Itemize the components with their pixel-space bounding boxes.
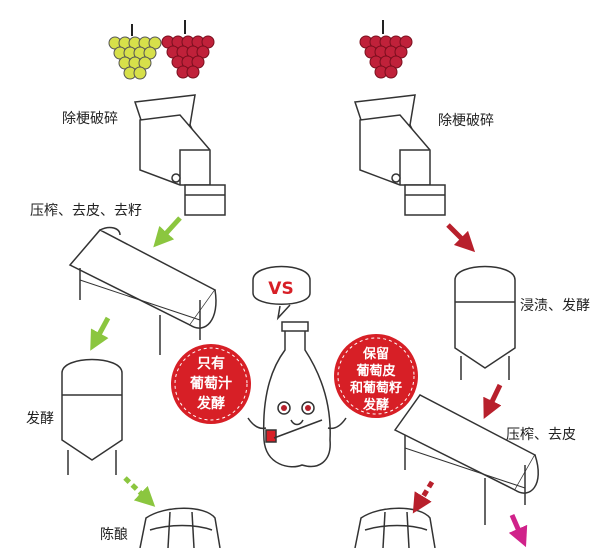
red-arrow [483, 383, 503, 420]
vs-label: VS [268, 279, 293, 299]
destemmer-crusher-left [133, 94, 226, 216]
red-arrow [412, 480, 435, 514]
wine-press-left [68, 226, 217, 355]
red-step-macerate-label: 浸渍、发酵 [520, 298, 590, 314]
right-badge-line: 和葡萄籽 [350, 380, 402, 396]
green-grape-cluster [108, 24, 162, 80]
green-arrow [123, 476, 156, 507]
vs-speech-bubble: VS [252, 265, 311, 321]
white-step-destem-label: 除梗破碎 [62, 111, 118, 127]
green-arrow [153, 216, 182, 248]
fermentation-tank-right [454, 265, 516, 380]
green-arrow [90, 316, 111, 351]
left-badge-line: 只有 [197, 355, 225, 372]
red-grape-cluster-right [359, 20, 413, 79]
red-arrow [446, 223, 476, 253]
red-step-press-label: 压榨、去皮 [506, 427, 576, 443]
right-badge: 保留 葡萄皮 和葡萄籽 发酵 [334, 334, 418, 418]
wine-press-right [393, 394, 539, 525]
left-badge-line: 葡萄汁 [189, 375, 232, 392]
flow-arrows [90, 216, 528, 548]
left-badge-line: 发酵 [196, 395, 225, 412]
white-step-age-label: 陈酿 [100, 527, 128, 543]
destemmer-crusher-right [353, 94, 446, 216]
oak-barrel-right [354, 507, 436, 548]
magenta-arrow [508, 514, 528, 548]
oak-barrel-left [139, 507, 221, 548]
right-badge-line: 葡萄皮 [355, 363, 395, 379]
left-badge: 只有 葡萄汁 发酵 [171, 344, 251, 424]
white-step-ferment-label: 发酵 [26, 411, 54, 427]
red-step-destem-label: 除梗破碎 [438, 113, 494, 129]
right-badge-line: 保留 [362, 346, 389, 362]
white-step-press-label: 压榨、去皮、去籽 [30, 203, 142, 219]
red-grape-cluster-left [161, 20, 215, 79]
fermentation-tank-left [61, 358, 123, 475]
wine-bottle-mascot [247, 321, 347, 468]
right-badge-line: 发酵 [362, 397, 389, 413]
